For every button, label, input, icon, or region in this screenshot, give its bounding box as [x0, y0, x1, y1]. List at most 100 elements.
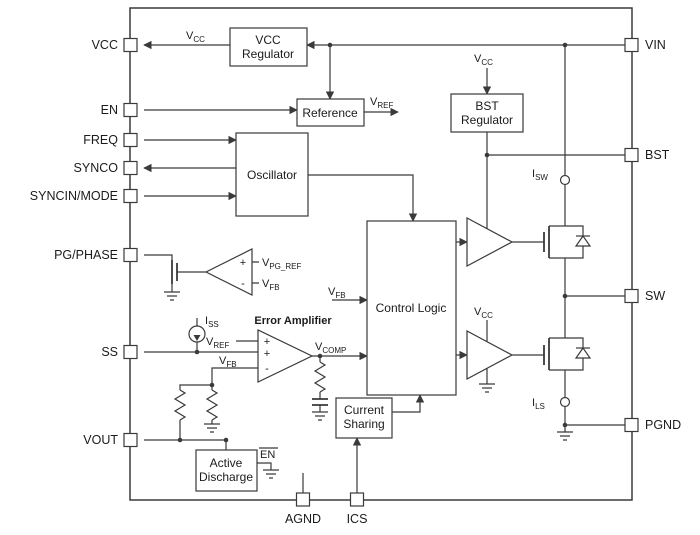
pin-pg-phase	[123, 247, 138, 263]
oscillator-block	[235, 132, 309, 217]
active-discharge-label-1: Active	[210, 456, 243, 470]
iss-arrow-head	[193, 335, 201, 341]
pin-label-pgnd: PGND	[645, 418, 681, 432]
ground-symbol-pg-fet	[164, 291, 180, 301]
en-bar-label: EN	[260, 449, 275, 461]
vcc-rail-label-top: VCC	[186, 30, 205, 44]
active-discharge-label-2: Discharge	[199, 470, 253, 484]
wire-vfb-to-error-amp	[211, 367, 258, 385]
low-side-driver	[466, 330, 514, 380]
high-side-body-diode	[574, 234, 592, 247]
ils-label: ILS	[532, 397, 545, 411]
pg-comparator-plus-sign: +	[240, 257, 246, 269]
ground-symbol-compensation	[312, 411, 328, 421]
ground-symbol-active-discharge	[263, 469, 279, 479]
high-side-driver	[466, 217, 514, 267]
wire-high-fet-leads	[549, 225, 565, 259]
pin-label-vout: VOUT	[83, 433, 118, 447]
pin-ss	[123, 344, 138, 360]
junction-dot	[484, 152, 490, 158]
pin-bst	[624, 147, 639, 163]
pin-label-vcc: VCC	[92, 38, 118, 52]
vref-error-amp-label: VREF	[206, 336, 229, 350]
pin-vin	[624, 37, 639, 53]
wire-pg-phase-drain	[144, 254, 173, 260]
vcc-regulator-block	[229, 27, 308, 67]
vcc-rail-label-bst: VCC	[474, 53, 493, 67]
compensation-resistor	[313, 361, 327, 393]
control-logic-label: Control Logic	[376, 301, 447, 315]
ground-symbol-divider	[204, 423, 220, 433]
ground-symbol-low-driver	[479, 383, 495, 393]
junction-dot	[562, 293, 568, 299]
error-amp-plus-sign-2: +	[264, 348, 270, 360]
pin-label-vin: VIN	[645, 38, 666, 52]
feedback-resistor-top	[173, 389, 187, 421]
shapes	[123, 27, 639, 507]
compensation-capacitor	[312, 398, 328, 406]
pin-label-en: EN	[101, 103, 118, 117]
current-sharing-label-2: Sharing	[343, 417, 384, 431]
junction-dot	[194, 349, 200, 355]
wires	[129, 7, 633, 501]
pin-label-syncin-mode: SYNCIN/MODE	[30, 189, 118, 203]
pin-label-ss: SS	[101, 345, 118, 359]
vcc-regulator-label-1: VCC	[255, 33, 281, 47]
reference-block	[296, 98, 365, 127]
error-amp-plus-sign-1: +	[264, 336, 270, 348]
ils-sense-point	[559, 396, 571, 408]
pin-label-freq: FREQ	[83, 133, 118, 147]
pin-label-sw: SW	[645, 289, 665, 303]
wire-oscillator-to-control-logic	[308, 174, 418, 222]
pin-agnd	[295, 492, 311, 507]
pin-label-ics: ICS	[347, 512, 368, 526]
feedback-resistor-bottom	[205, 389, 219, 421]
pin-ics	[349, 492, 365, 507]
vref-output-label: VREF	[370, 96, 393, 110]
junction-dot	[209, 382, 215, 388]
wire-active-discharge-en	[257, 462, 272, 470]
error-amplifier	[257, 329, 314, 383]
pin-synco	[123, 160, 138, 176]
bst-regulator-label-2: Regulator	[461, 113, 513, 127]
junction-dot	[327, 42, 333, 48]
bst-regulator-block	[450, 93, 524, 133]
current-sharing-label-1: Current	[344, 403, 385, 417]
junction-dot	[562, 42, 568, 48]
reference-label: Reference	[302, 106, 358, 120]
isw-sense-point	[559, 174, 571, 186]
wire-low-fet-leads	[549, 337, 565, 371]
pin-label-bst: BST	[645, 148, 670, 162]
junction-dots	[177, 42, 568, 443]
wire-pg-comparator-inputs	[252, 261, 259, 284]
pg-comparator	[204, 248, 253, 296]
oscillator-label: Oscillator	[247, 168, 297, 182]
junction-dot	[223, 437, 229, 443]
iss-label: ISS	[205, 315, 219, 329]
labels: VCC EN FREQ SYNCO SYNCIN/MODE PG/PHASE S…	[30, 30, 681, 526]
pin-sw	[624, 288, 639, 304]
vfb-error-amp-label: VFB	[219, 355, 237, 369]
wire-current-sharing-to-control-logic	[392, 394, 425, 413]
junction-dot	[317, 353, 323, 359]
pin-label-agnd: AGND	[285, 512, 321, 526]
pin-syncin-mode	[123, 188, 138, 204]
junction-dot	[562, 422, 568, 428]
vcc-regulator-label-2: Regulator	[242, 47, 294, 61]
vcomp-label: VCOMP	[315, 341, 346, 355]
pin-vcc	[123, 37, 138, 53]
ground-symbol-power	[557, 431, 573, 441]
pin-freq	[123, 132, 138, 148]
pin-label-synco: SYNCO	[74, 161, 119, 175]
current-sharing-block	[335, 397, 393, 439]
error-amplifier-title: Error Amplifier	[254, 315, 332, 327]
vpg-ref-label: VPG_REF	[262, 257, 301, 271]
error-amp-minus-sign: -	[265, 363, 269, 375]
bst-regulator-label-1: BST	[475, 99, 499, 113]
wire-divider-node	[179, 384, 212, 390]
isw-label: ISW	[532, 168, 548, 182]
pin-pgnd	[624, 417, 639, 433]
control-logic-block	[366, 220, 457, 396]
